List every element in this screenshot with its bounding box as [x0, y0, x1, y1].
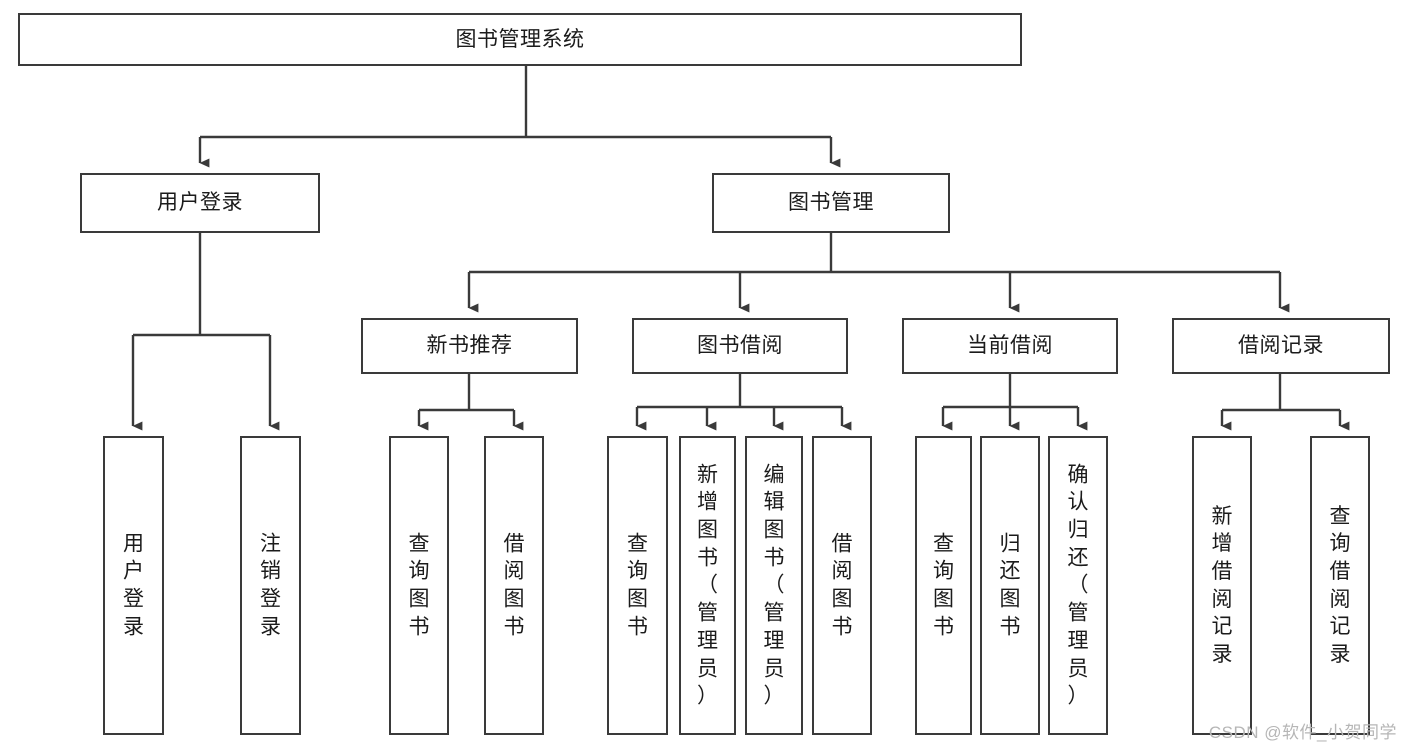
node-leaf-query-record-label: 查询借阅记录 [1329, 504, 1351, 666]
node-book-borrow[interactable]: 图书借阅 [632, 318, 848, 374]
node-borrow-record[interactable]: 借阅记录 [1172, 318, 1390, 374]
node-leaf-query-record[interactable]: 查询借阅记录 [1310, 436, 1370, 735]
node-root[interactable]: 图书管理系统 [18, 13, 1022, 66]
node-book-manage[interactable]: 图书管理 [712, 173, 950, 233]
node-leaf-query-book-1-label: 查询图书 [408, 532, 430, 639]
node-leaf-return-book-label: 归还图书 [999, 532, 1021, 639]
node-leaf-user-login-label: 用户登录 [123, 532, 144, 639]
node-leaf-add-book-label: 新增图书（管理员） [697, 462, 718, 708]
node-user-login-label: 用户登录 [157, 190, 243, 214]
node-leaf-add-record-label: 新增借阅记录 [1211, 504, 1233, 666]
node-leaf-logout[interactable]: 注销登录 [240, 436, 301, 735]
node-leaf-add-book[interactable]: 新增图书（管理员） [679, 436, 736, 735]
node-leaf-query-book-1[interactable]: 查询图书 [389, 436, 449, 735]
node-leaf-borrow-book-2[interactable]: 借阅图书 [812, 436, 872, 735]
node-user-login[interactable]: 用户登录 [80, 173, 320, 233]
node-leaf-edit-book-label: 编辑图书（管理员） [763, 462, 785, 708]
node-leaf-logout-label: 注销登录 [260, 532, 281, 639]
node-leaf-borrow-book-2-label: 借阅图书 [831, 532, 853, 639]
node-leaf-confirm-return-label: 确认归还（管理员） [1067, 462, 1089, 708]
node-leaf-query-book-3[interactable]: 查询图书 [915, 436, 972, 735]
node-root-label: 图书管理系统 [455, 27, 585, 51]
node-leaf-add-record[interactable]: 新增借阅记录 [1192, 436, 1252, 735]
node-borrow-record-label: 借阅记录 [1238, 333, 1324, 357]
node-current-borrow[interactable]: 当前借阅 [902, 318, 1118, 374]
node-new-book-recommend[interactable]: 新书推荐 [361, 318, 578, 374]
node-book-borrow-label: 图书借阅 [697, 333, 783, 357]
node-leaf-borrow-book-1[interactable]: 借阅图书 [484, 436, 544, 735]
node-leaf-edit-book[interactable]: 编辑图书（管理员） [745, 436, 803, 735]
node-leaf-query-book-2[interactable]: 查询图书 [607, 436, 668, 735]
node-leaf-confirm-return[interactable]: 确认归还（管理员） [1048, 436, 1108, 735]
node-leaf-return-book[interactable]: 归还图书 [980, 436, 1040, 735]
node-leaf-query-book-3-label: 查询图书 [933, 532, 954, 639]
node-leaf-user-login[interactable]: 用户登录 [103, 436, 164, 735]
node-book-manage-label: 图书管理 [788, 190, 874, 214]
watermark-text: CSDN @软件_小贺同学 [1208, 723, 1397, 742]
node-leaf-borrow-book-1-label: 借阅图书 [503, 532, 525, 639]
node-leaf-query-book-2-label: 查询图书 [627, 532, 648, 639]
node-current-borrow-label: 当前借阅 [967, 333, 1053, 357]
node-new-book-recommend-label: 新书推荐 [426, 333, 513, 357]
